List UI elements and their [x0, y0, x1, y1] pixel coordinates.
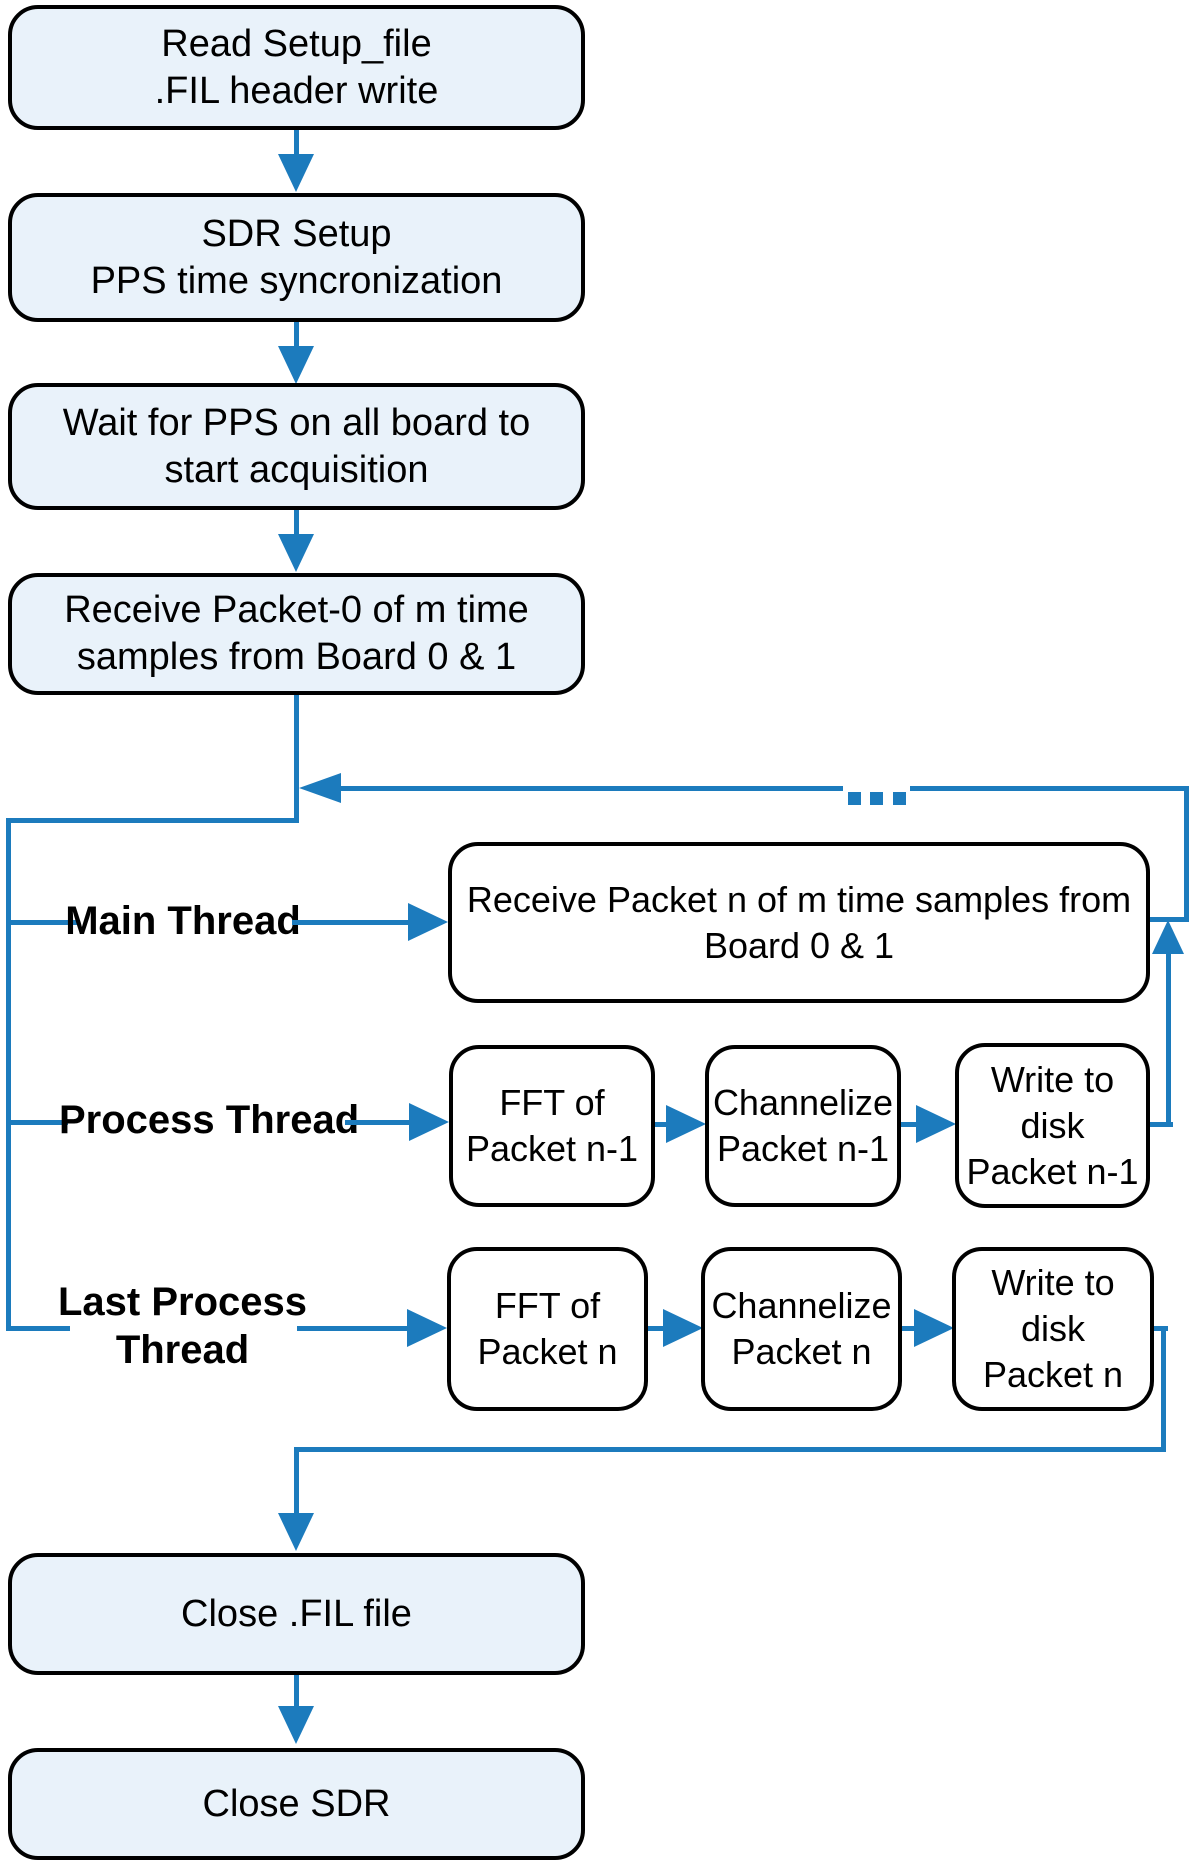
node-text: disk — [1020, 1308, 1086, 1349]
node-text: Packet n — [731, 1331, 872, 1372]
edge-main-thread — [292, 920, 412, 925]
node-close-sdr: Close SDR — [8, 1748, 585, 1860]
node-text: Packet n-1 — [716, 1128, 890, 1169]
rail-stub-process — [6, 1120, 68, 1125]
arrowhead-down-icon — [278, 346, 314, 384]
loop-ellipsis-dot — [848, 792, 861, 805]
edge-fil-to-sdr — [294, 1675, 299, 1708]
node-channelize-n1: Channelize Packet n-1 — [705, 1045, 901, 1207]
node-text: samples from Board 0 & 1 — [76, 636, 517, 678]
arrowhead-down-icon — [278, 154, 314, 192]
node-text: Packet n-1 — [966, 1150, 1139, 1192]
arrowhead-right-icon — [408, 903, 448, 941]
node-text: Close .FIL file — [181, 1592, 412, 1635]
node-write-disk-n: Write to disk Packet n — [952, 1247, 1154, 1411]
rail-top — [6, 818, 299, 823]
edge-receive0-down — [294, 695, 299, 823]
edge-write-n1-exit — [1150, 1122, 1173, 1127]
arrowhead-right-icon — [916, 1105, 956, 1143]
edge-channelize-to-write-n1 — [901, 1122, 921, 1127]
rail-left — [6, 818, 11, 1331]
edge-write-n1-up — [1166, 950, 1171, 1127]
node-text: Read Setup_file — [161, 22, 432, 65]
node-text: Write to — [990, 1058, 1115, 1100]
node-close-fil: Close .FIL file — [8, 1553, 585, 1675]
node-sdr-setup: SDR Setup PPS time syncronization — [8, 193, 585, 322]
label-process-thread: Process Thread — [59, 1098, 360, 1142]
node-channelize-n: Channelize Packet n — [701, 1247, 902, 1411]
node-text: .FIL header write — [154, 69, 439, 112]
rail-stub-last — [6, 1326, 70, 1331]
label-main-thread: Main Thread — [65, 899, 301, 943]
node-text: Packet n — [982, 1354, 1124, 1395]
node-text: Receive Packet n of m time samples from — [466, 878, 1132, 920]
node-text: Channelize — [711, 1285, 892, 1326]
arrowhead-down-icon — [278, 1706, 314, 1744]
label-line: Thread — [115, 1328, 250, 1372]
node-text: start acquisition — [164, 448, 429, 491]
node-receive-packet0: Receive Packet-0 of m time samples from … — [8, 573, 585, 695]
edge-wait-to-receive0 — [294, 510, 299, 538]
loop-right-line — [1184, 786, 1189, 922]
node-text: disk — [1020, 1104, 1085, 1146]
label-line: Last Process — [57, 1280, 308, 1324]
node-text: PPS time syncronization — [90, 259, 503, 302]
arrowhead-right-icon — [663, 1309, 703, 1347]
node-wait-pps: Wait for PPS on all board to start acqui… — [8, 383, 585, 510]
node-text: Packet n — [477, 1331, 618, 1372]
node-text: Close SDR — [202, 1782, 391, 1825]
edge-sdr-to-wait — [294, 322, 299, 350]
edge-fft-to-channelize-n — [648, 1326, 666, 1331]
node-read-setup-file: Read Setup_file .FIL header write — [8, 5, 585, 130]
arrowhead-right-icon — [409, 1103, 449, 1141]
edge-last-thread — [297, 1326, 411, 1331]
edge-write-n-down — [1161, 1326, 1166, 1452]
arrowhead-up-icon — [1152, 920, 1184, 954]
edge-setup-to-sdr — [294, 130, 299, 158]
node-fft-n1: FFT of Packet n-1 — [449, 1045, 655, 1207]
node-text: SDR Setup — [201, 212, 392, 255]
arrowhead-right-icon — [914, 1309, 954, 1347]
arrowhead-right-icon — [666, 1105, 706, 1143]
node-text: Board 0 & 1 — [703, 924, 895, 966]
node-text: Write to — [991, 1262, 1115, 1303]
edge-process-thread — [345, 1120, 411, 1125]
edge-to-close-fil — [294, 1447, 299, 1515]
loop-return-line — [910, 786, 1186, 791]
edge-channelize-to-write-n — [902, 1326, 919, 1331]
node-fft-n: FFT of Packet n — [447, 1247, 648, 1411]
rail-stub-main — [6, 920, 78, 925]
arrowhead-left-icon — [299, 773, 341, 803]
node-receive-packet-n: Receive Packet n of m time samples from … — [448, 842, 1150, 1003]
node-text: FFT of — [494, 1285, 601, 1326]
label-last-process-thread: Last Process Thread — [55, 1278, 310, 1374]
node-text: FFT of — [499, 1082, 605, 1123]
loop-ellipsis-dot — [870, 792, 883, 805]
loop-box-connector — [1150, 917, 1189, 922]
node-text: Wait for PPS on all board to — [62, 401, 531, 444]
edge-fft-to-channelize-n1 — [655, 1122, 673, 1127]
node-text: Packet n-1 — [465, 1128, 639, 1169]
arrowhead-down-icon — [278, 1513, 314, 1551]
arrowhead-down-icon — [278, 534, 314, 572]
node-text: Channelize — [712, 1082, 894, 1123]
loop-return-line — [340, 786, 843, 791]
edge-bottom-return — [294, 1447, 1166, 1452]
loop-ellipsis-dot — [893, 792, 906, 805]
node-write-disk-n1: Write to disk Packet n-1 — [955, 1043, 1150, 1208]
arrowhead-right-icon — [407, 1309, 447, 1347]
node-text: Receive Packet-0 of m time — [64, 589, 529, 631]
